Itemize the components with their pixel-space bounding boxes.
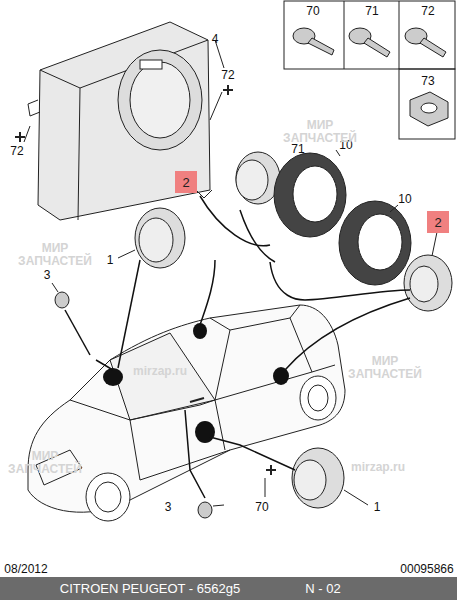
callout-number: 2 xyxy=(182,175,189,190)
callout-number: 3 xyxy=(44,269,51,282)
callout-box: 2 xyxy=(427,211,449,233)
callout-number: 71 xyxy=(291,143,304,156)
footer-text: CITROEN PEUGEOT - 6562g5 xyxy=(60,582,240,596)
watermark: МИР ЗАПЧАСТЕЙ xyxy=(275,119,365,145)
callout-number: 73 xyxy=(421,75,434,88)
callout-number: 4 xyxy=(212,33,219,46)
callout-number: 10 xyxy=(398,193,411,206)
callout-number: 72 xyxy=(421,5,434,18)
callout-number: 2 xyxy=(434,215,441,230)
callout-number: 1 xyxy=(374,501,381,514)
callout-number: 08/2012 xyxy=(4,563,47,576)
callout-number: 70 xyxy=(306,5,319,18)
callout-number: 71 xyxy=(365,5,378,18)
footer-text: N - 02 xyxy=(305,582,340,596)
callout-number: 72 xyxy=(10,145,23,158)
callout-number: 70 xyxy=(255,501,268,514)
callout-number: 1 xyxy=(107,254,114,267)
callout-number: 72 xyxy=(221,69,234,82)
watermark: МИР ЗАПЧАСТЕЙ xyxy=(10,242,100,268)
watermark: МИР ЗАПЧАСТЕЙ xyxy=(0,450,90,476)
callout-number: 00095866 xyxy=(400,563,453,576)
callout-number: 3 xyxy=(165,501,172,514)
watermark: mirzap.ru xyxy=(333,461,423,474)
callout-box: 2 xyxy=(175,171,197,193)
watermark: mirzap.ru xyxy=(115,365,205,378)
watermark: МИР ЗАПЧАСТЕЙ xyxy=(340,355,430,381)
